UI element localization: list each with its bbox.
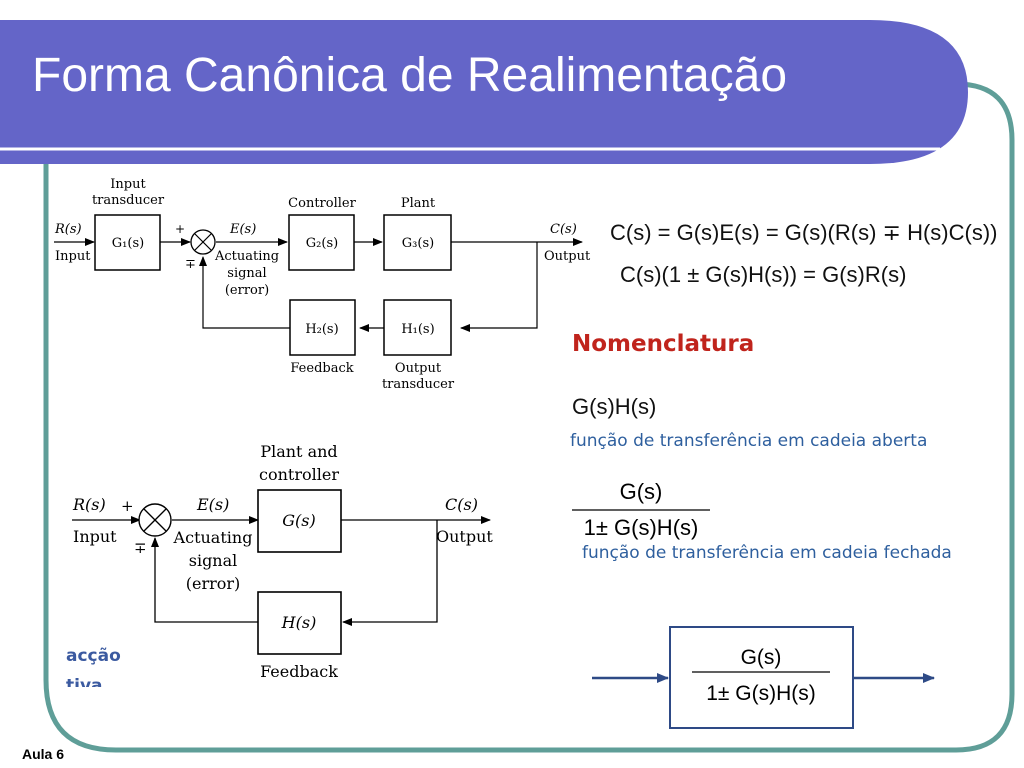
d1-e-label: E(s) [229, 222, 256, 237]
d1-g1-label: G₁(s) [112, 236, 144, 251]
d1-actuating-l2: signal [227, 266, 266, 281]
d1-minus-sign: ∓ [185, 257, 196, 272]
d1-output-transducer-l2: transducer [382, 377, 455, 392]
d2-output-label: Output [436, 527, 493, 546]
d1-h2-label: H₂(s) [305, 322, 338, 337]
d2-g-block [257, 489, 342, 553]
d1-c-label: C(s) [550, 222, 577, 237]
d1-g3-label: G₃(s) [402, 236, 434, 251]
clipped-text-line2-wrap: tiva [66, 676, 146, 687]
closed-loop-num: G(s) [620, 479, 663, 504]
d2-actuating-l3: (error) [186, 574, 241, 593]
d1-input-transducer-l1: Input [110, 177, 146, 192]
d1-h2-block [289, 299, 356, 356]
d1-g3-block [383, 214, 452, 271]
d1-controller-label: Controller [288, 196, 356, 211]
d2-actuating-l2: signal [189, 551, 238, 570]
eq-num: G(s) [741, 646, 782, 669]
d2-feedback-label: Feedback [260, 662, 338, 681]
d1-actuating-l3: (error) [225, 283, 269, 298]
d1-feedback-wire-c [199, 256, 290, 329]
d2-feedback-wire-b [151, 537, 258, 623]
d2-plant-controller-l2: controller [259, 465, 339, 484]
footer-label: Aula 6 [22, 746, 65, 762]
open-loop-expr: G(s)H(s) [572, 394, 657, 419]
d2-feedback-wire-a [342, 520, 438, 626]
eq-den: 1± G(s)H(s) [706, 682, 816, 705]
closed-loop-desc: função de transferência em cadeia fechad… [582, 543, 952, 563]
d1-g1-block [94, 214, 161, 271]
d2-input-label: Input [73, 527, 117, 546]
d1-output-label: Output [544, 249, 591, 264]
equivalent-block [669, 626, 854, 729]
d2-g-label: G(s) [282, 511, 315, 530]
clipped-text-line2: tiva [66, 676, 103, 687]
title-bar [0, 20, 968, 164]
d1-input-transducer-l2: transducer [92, 193, 165, 208]
equation-1: C(s) = G(s)E(s) = G(s)(R(s) ∓ H(s)C(s)) [610, 220, 998, 245]
d1-output-transducer-l1: Output [395, 361, 442, 376]
d2-actuating-l1: Actuating [173, 528, 253, 547]
closed-loop-den: 1± G(s)H(s) [584, 515, 699, 540]
d1-g2-block [288, 214, 355, 271]
d2-plus-sign: + [121, 497, 134, 515]
d2-h-block [257, 591, 342, 655]
d1-feedback-wire-a [460, 242, 538, 332]
d1-plant-label: Plant [401, 196, 436, 211]
open-loop-desc: função de transferência em cadeia aberta [570, 431, 928, 451]
d2-minus-sign: ∓ [134, 539, 147, 557]
d2-plant-controller-l1: Plant and [260, 442, 337, 461]
d1-feedback-label: Feedback [290, 361, 353, 376]
equation-2: C(s)(1 ± G(s)H(s)) = G(s)R(s) [620, 262, 907, 287]
nomenclature-heading: Nomenclatura [572, 331, 755, 357]
d2-e-label: E(s) [196, 495, 229, 514]
slide-title: Forma Canônica de Realimentação [32, 49, 788, 102]
d1-h1-label: H₁(s) [401, 322, 434, 337]
d1-r-label: R(s) [54, 222, 82, 237]
d1-plus-sign: + [175, 222, 185, 236]
d2-r-label: R(s) [72, 495, 106, 514]
slide-frame [43, 81, 1015, 753]
d2-h-label: H(s) [281, 613, 317, 632]
d1-g2-label: G₂(s) [306, 236, 338, 251]
clipped-text-line1: acção [66, 646, 121, 666]
d1-actuating-l1: Actuating [214, 249, 279, 264]
d2-c-label: C(s) [445, 495, 478, 514]
d1-input-label: Input [55, 249, 91, 264]
d1-h1-block [383, 299, 452, 356]
